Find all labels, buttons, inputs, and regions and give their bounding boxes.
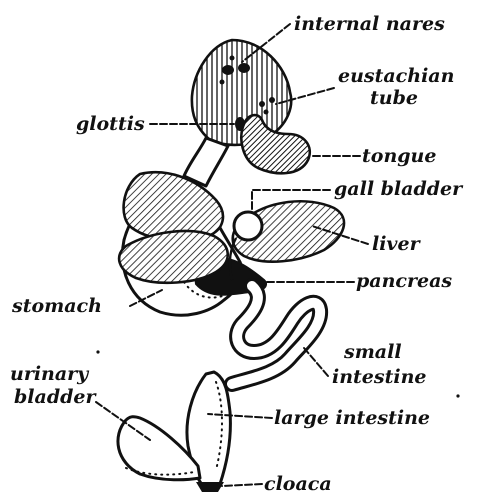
label-eustachian: eustachian [338,65,454,87]
small-intestine-lumen [232,286,320,384]
label-tongue: tongue [362,145,436,167]
label-bladder: bladder [14,386,97,408]
leader-small-intestine [304,348,328,376]
label-intestine: intestine [332,366,427,388]
esophagus [184,138,228,186]
label-pancreas: pancreas [356,270,452,292]
label-internal-nares: internal nares [294,13,445,35]
label-tube: tube [370,87,418,109]
label-cloaca: cloaca [264,473,332,494]
leader-cloaca [222,484,262,486]
gall-bladder [234,212,262,240]
label-stomach: stomach [11,295,102,317]
stray-mark [456,394,459,397]
label-large-intestine: large intestine [274,407,430,429]
label-small: small [343,341,402,363]
label-glottis: glottis [76,113,145,135]
label-gall-bladder: gall bladder [334,178,464,200]
label-urinary: urinary [10,363,90,385]
cloaca [196,482,224,492]
stray-mark [96,350,99,353]
label-liver: liver [372,233,422,255]
